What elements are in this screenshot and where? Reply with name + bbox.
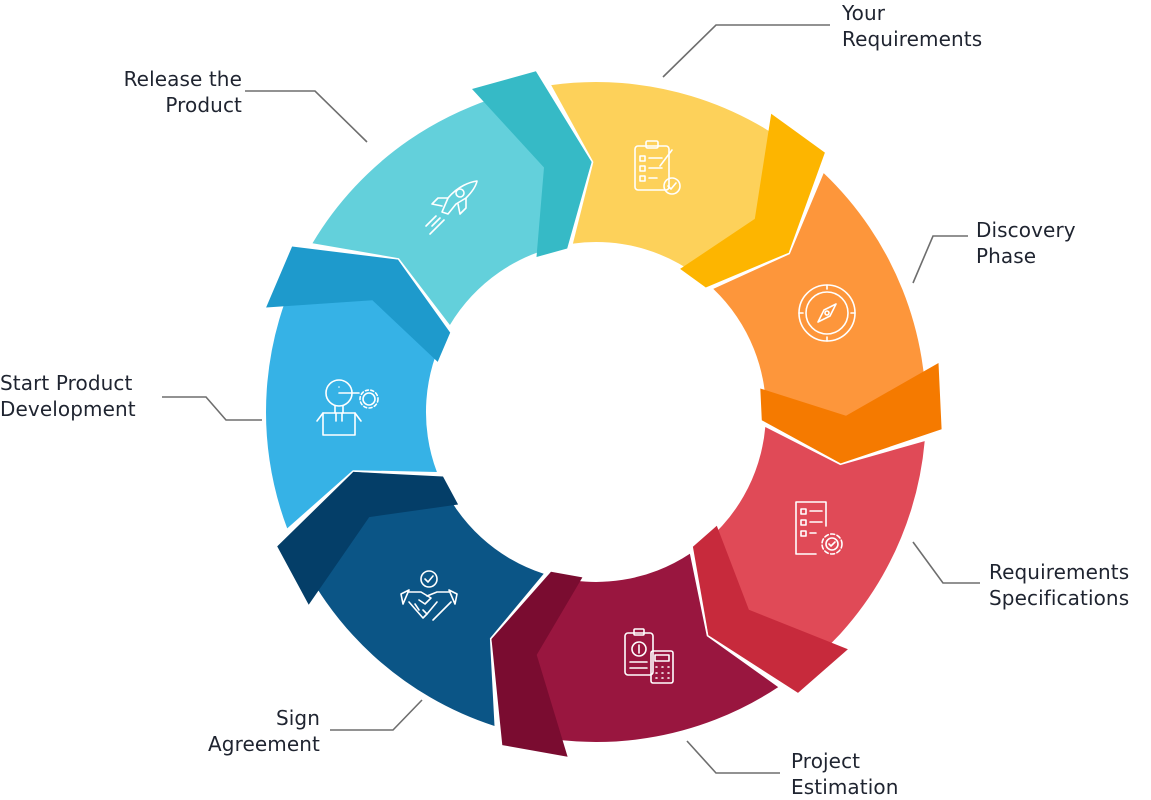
segment-release-the-product <box>312 87 592 325</box>
segment-chevron-start-product-development <box>266 246 451 362</box>
segment-chevron-release-the-product <box>472 71 592 257</box>
segment-chevron-your-requirements <box>680 113 825 288</box>
step-label-line: Project <box>791 749 861 773</box>
lightbulb-box-gear-icon <box>316 379 379 436</box>
step-label-your-requirements: Your Requirements <box>842 0 982 52</box>
handshake-icon <box>400 570 458 621</box>
leader-line-discovery-phase <box>912 235 968 284</box>
step-label-line: Release the <box>123 67 242 91</box>
rocket-icon <box>425 180 478 235</box>
step-label-project-estimation: Project Estimation <box>791 748 899 800</box>
step-label-line: Development <box>0 397 136 421</box>
leader-line-start-product-development <box>162 396 262 421</box>
step-label-line: Agreement <box>208 732 320 756</box>
step-label-line: Specifications <box>989 586 1130 610</box>
step-label-start-product-development: Start Product Development <box>0 370 136 422</box>
cycle-segments <box>266 71 942 757</box>
step-label-line: Your <box>842 1 886 25</box>
step-label-sign-agreement: Sign Agreement <box>208 705 320 757</box>
cycle-icons <box>316 140 856 684</box>
segment-chevron-project-estimation <box>491 571 583 757</box>
leader-line-requirements-specifications <box>912 541 980 584</box>
step-label-line: Requirements <box>989 560 1130 584</box>
step-label-line: Sign <box>275 706 320 730</box>
step-label-discovery-phase: Discovery Phase <box>976 217 1076 269</box>
leader-line-release-the-product <box>245 90 368 143</box>
segment-chevron-discovery-phase <box>760 363 942 464</box>
step-label-line: Product <box>165 93 242 117</box>
leader-lines <box>162 24 980 774</box>
step-label-line: Estimation <box>791 775 899 799</box>
document-gear-icon <box>795 501 843 555</box>
leader-line-your-requirements <box>662 24 830 78</box>
invoice-calculator-icon <box>624 628 674 684</box>
clipboard-checklist-icon <box>634 140 681 195</box>
segment-chevron-sign-agreement <box>277 471 459 605</box>
leader-line-sign-agreement <box>330 699 423 731</box>
segment-chevron-requirements-specifications <box>692 525 848 693</box>
step-label-requirements-specifications: Requirements Specifications <box>989 559 1129 611</box>
step-label-line: Discovery <box>976 218 1076 242</box>
step-label-release-the-product: Release the Product <box>124 66 242 118</box>
leader-line-project-estimation <box>686 740 780 774</box>
step-label-line: Start Product <box>0 371 133 395</box>
step-label-line: Requirements <box>842 27 983 51</box>
step-label-line: Phase <box>976 244 1037 268</box>
compass-icon <box>798 284 856 342</box>
